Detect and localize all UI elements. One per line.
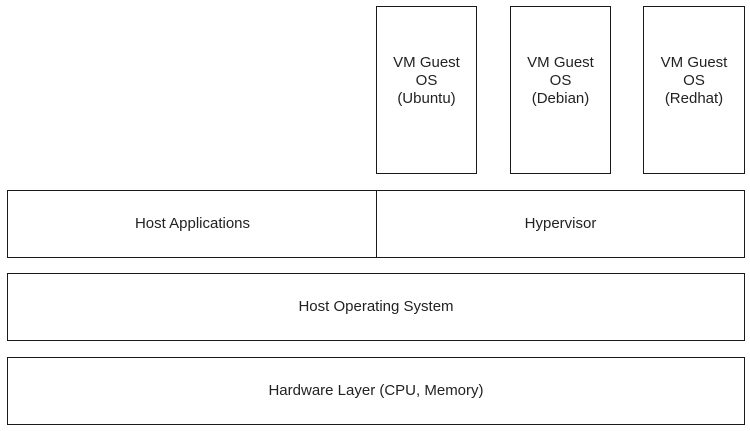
vm-guest-ubuntu-label: VM Guest OS (Ubuntu) <box>393 54 460 108</box>
host-operating-system-box: Host Operating System <box>7 273 745 341</box>
vm-guest-debian-line2: OS <box>549 72 572 89</box>
host-applications-label: Host Applications <box>134 215 251 232</box>
vm-guest-debian-line1: VM Guest <box>527 54 594 71</box>
vm-guest-redhat-line3: (Redhat) <box>664 90 724 107</box>
vm-guest-ubuntu-line3: (Ubuntu) <box>397 90 456 107</box>
vm-guest-debian-box: VM Guest OS (Debian) <box>510 6 611 174</box>
hardware-layer-box: Hardware Layer (CPU, Memory) <box>7 357 745 425</box>
vm-guest-ubuntu-line1: VM Guest <box>393 54 460 71</box>
vm-guest-redhat-line1: VM Guest <box>660 54 728 71</box>
vm-guest-redhat-label: VM Guest OS (Redhat) <box>661 54 728 108</box>
hardware-layer-label: Hardware Layer (CPU, Memory) <box>268 382 484 399</box>
host-applications-box: Host Applications <box>7 190 378 258</box>
host-operating-system-label: Host Operating System <box>298 298 454 315</box>
hypervisor-box: Hypervisor <box>376 190 745 258</box>
vm-guest-debian-line3: (Debian) <box>531 90 590 107</box>
vm-guest-redhat-box: VM Guest OS (Redhat) <box>643 6 745 174</box>
vm-guest-ubuntu-box: VM Guest OS (Ubuntu) <box>376 6 477 174</box>
vm-guest-redhat-line2: OS <box>683 72 705 89</box>
vm-guest-ubuntu-line2: OS <box>415 72 438 89</box>
hypervisor-label: Hypervisor <box>524 215 597 232</box>
vm-guest-debian-label: VM Guest OS (Debian) <box>527 54 594 108</box>
